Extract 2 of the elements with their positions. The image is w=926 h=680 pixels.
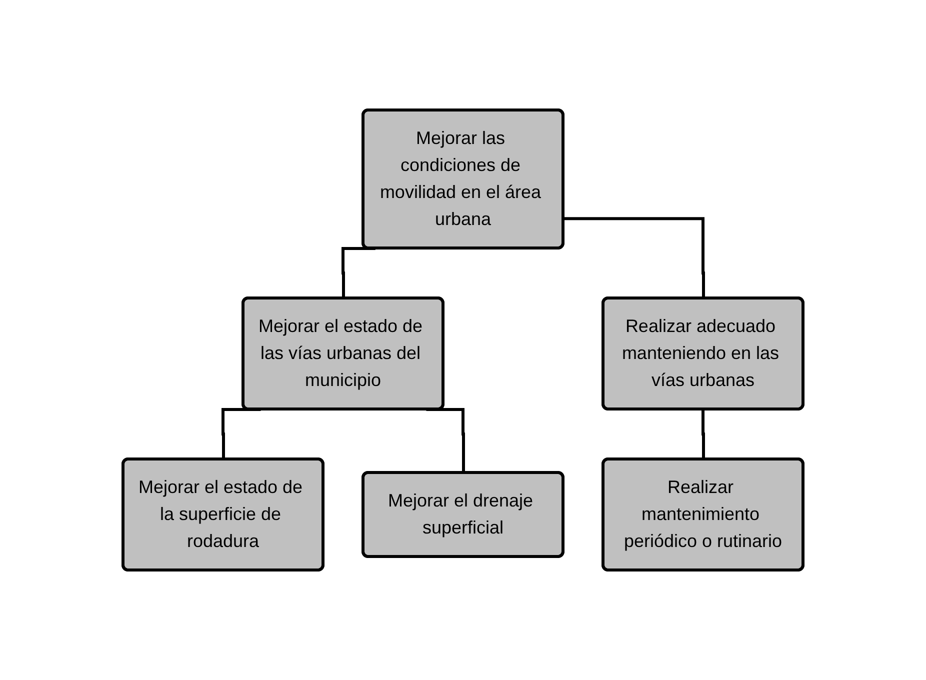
- connector: [564, 217, 705, 298]
- connector: [702, 408, 705, 460]
